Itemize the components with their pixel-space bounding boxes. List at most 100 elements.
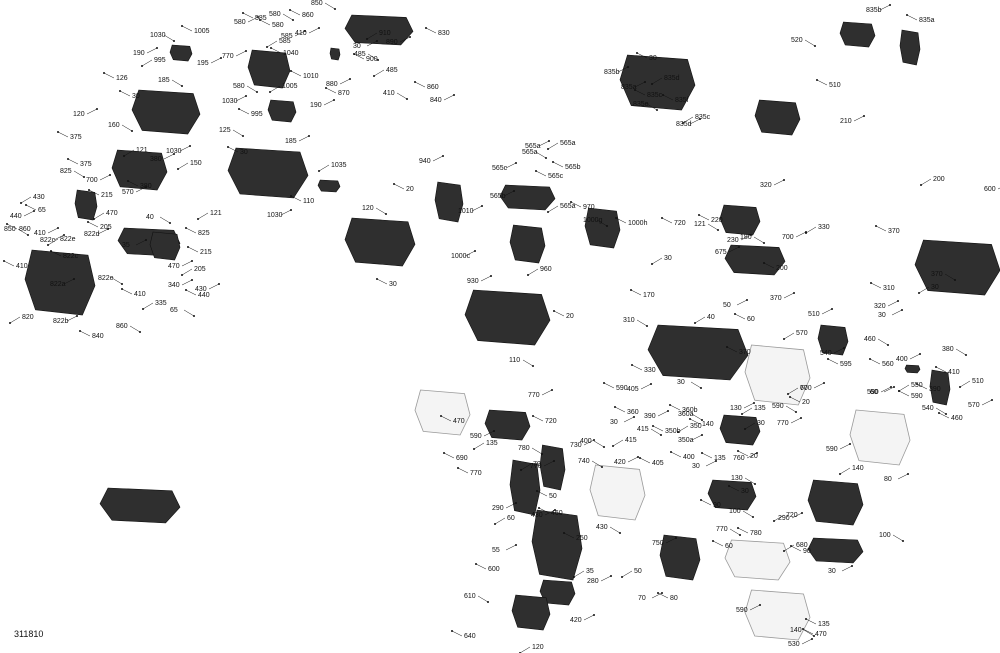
callout-label: 350b: [665, 428, 681, 435]
callout-label: 430: [195, 286, 207, 293]
part-silhouette: [149, 231, 181, 261]
leader-line: [66, 315, 78, 322]
callout-label: 590: [826, 446, 838, 453]
leader-line: [920, 178, 932, 186]
leader-dot: [916, 383, 918, 385]
leader-dot: [954, 279, 956, 281]
leader-line: [17, 228, 29, 236]
callout-label: 30: [353, 43, 361, 50]
part-silhouette: [904, 364, 921, 374]
part-silhouette: [111, 149, 168, 191]
leader-line: [432, 155, 444, 162]
leader-dot: [76, 315, 78, 317]
callout-label: 140: [852, 465, 864, 472]
leader-line: [536, 490, 548, 497]
leader-line: [135, 239, 147, 246]
callout-label: 375: [70, 134, 82, 141]
callout-label: 770: [528, 392, 540, 399]
callout-label: 380: [942, 346, 954, 353]
leader-line: [375, 207, 387, 215]
callout-label: 675: [715, 249, 727, 256]
callout-label: 190: [310, 102, 322, 109]
callout-label: 565a: [560, 140, 576, 147]
leader-line: [235, 95, 247, 102]
leader-line: [707, 223, 719, 231]
leader-dot: [67, 158, 69, 160]
leader-line: [242, 12, 254, 19]
leader-line: [163, 34, 175, 42]
leader-line: [853, 115, 865, 122]
leader-line: [682, 116, 694, 124]
leader-line: [290, 70, 302, 77]
callout-label: 60: [507, 515, 515, 522]
leader-dot: [9, 322, 11, 324]
leader-dot: [639, 457, 641, 459]
leader-dot: [50, 250, 52, 252]
callout-label: 822d: [84, 231, 100, 238]
part-silhouette: [169, 44, 193, 62]
leader-line: [123, 149, 135, 157]
callout-label: 910: [379, 30, 391, 37]
leader-dot: [227, 146, 229, 148]
leader-line: [163, 153, 175, 160]
leader-line: [483, 430, 495, 437]
leader-dot: [699, 118, 701, 120]
leader-line: [636, 319, 648, 327]
leader-line: [749, 604, 761, 611]
leader-line: [197, 212, 209, 220]
leader-dot: [377, 59, 379, 61]
leader-line: [753, 236, 765, 244]
leader-dot: [870, 282, 872, 284]
leader-dot: [935, 366, 937, 368]
callout-label: 1035: [331, 162, 347, 169]
leader-dot: [290, 209, 292, 211]
leader-line: [544, 509, 556, 516]
callout-label: 40: [707, 314, 715, 321]
leader-line: [185, 289, 197, 296]
leader-dot: [173, 153, 175, 155]
leader-line: [93, 212, 105, 220]
leader-line: [802, 628, 814, 635]
callout-label: 120: [532, 644, 544, 651]
leader-line: [728, 485, 740, 492]
leader-dot: [563, 532, 565, 534]
callout-label: 1030: [150, 32, 166, 39]
callout-label: 960: [540, 266, 552, 273]
callout-label: 30: [677, 379, 685, 386]
leader-dot: [738, 246, 740, 248]
leader-line: [740, 234, 752, 241]
leader-dot: [553, 310, 555, 312]
callout-label: 70: [638, 595, 646, 602]
callout-label: 590: [736, 607, 748, 614]
leader-line: [691, 413, 703, 421]
leader-line: [414, 81, 426, 88]
callout-label: 30: [610, 419, 618, 426]
leader-dot: [621, 576, 623, 578]
leader-line: [547, 205, 559, 213]
leader-dot: [991, 399, 993, 401]
callout-label: 460: [864, 336, 876, 343]
leader-dot: [451, 630, 453, 632]
leader-dot: [890, 386, 892, 388]
leader-dot: [789, 396, 791, 398]
leader-dot: [414, 81, 416, 83]
callout-label: 420: [614, 459, 626, 466]
callout-label: 350a: [678, 437, 694, 444]
callout-label: 405: [652, 460, 664, 467]
leader-line: [366, 32, 378, 40]
callout-label: 130: [731, 475, 743, 482]
leader-dot: [682, 122, 684, 124]
callout-label: 570: [968, 402, 980, 409]
leader-line: [813, 382, 825, 389]
callout-label: 510: [808, 311, 820, 318]
callout-label: 160: [108, 122, 120, 129]
callout-label: 30: [741, 488, 749, 495]
leader-line: [639, 457, 651, 464]
leader-dot: [538, 507, 540, 509]
leader-dot: [715, 460, 717, 462]
callout-label: 835d: [676, 121, 692, 128]
part-silhouette: [344, 14, 414, 46]
callout-label: 580: [272, 22, 284, 29]
leader-dot: [959, 386, 961, 388]
callout-label: 215: [200, 249, 212, 256]
